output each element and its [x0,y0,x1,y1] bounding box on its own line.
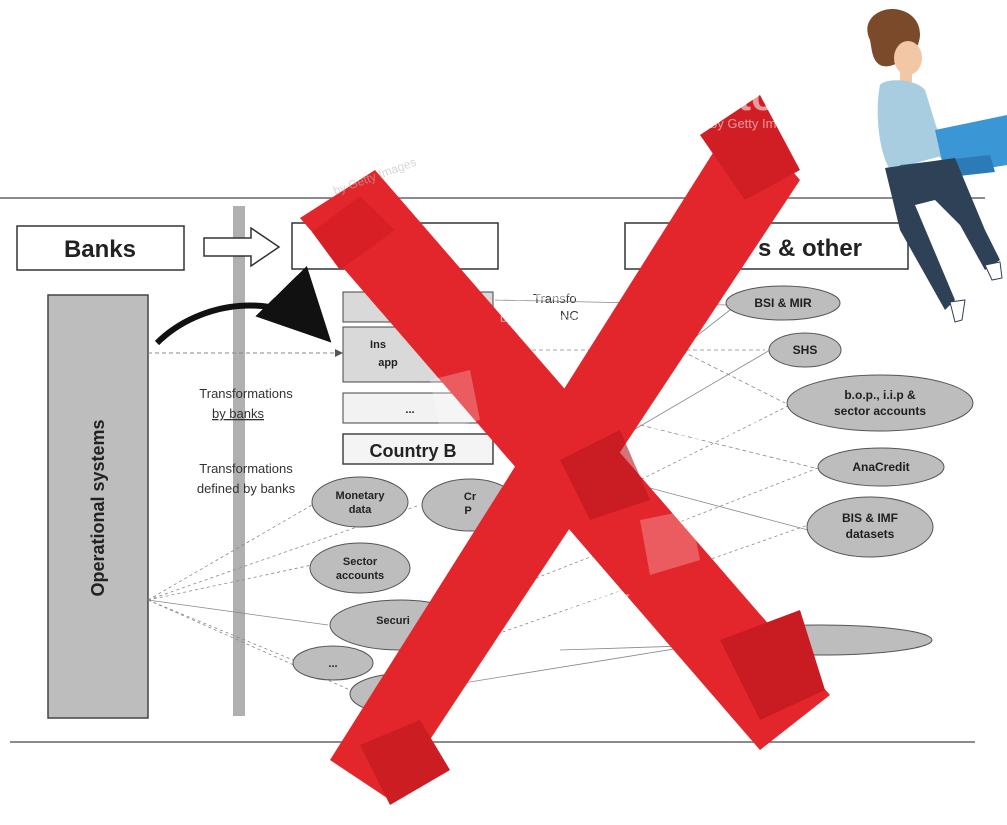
right-header-label: s & other [758,235,862,262]
oval-bis-text-1: BIS & IMF [842,511,898,525]
oval-cr-text-2: P [464,505,471,517]
country-b-label: Country B [370,441,457,461]
ins-text-1: Ins [370,339,386,351]
oval-dots-text: ... [328,658,337,670]
oval-bis-text-2: datasets [846,527,895,541]
country-b-box [342,433,494,465]
oval-sector-accounts [309,542,411,594]
oval-bop-text-1: b.o.p., i.i.p & [844,388,916,402]
oval-anacredit-text: AnaCredit [852,460,909,474]
oval-anacredit [817,447,945,487]
dots-text: ... [405,404,414,416]
oval-sector-text-1: Sector [343,556,378,568]
person-laptop-icon [867,9,1007,323]
curved-arrow [154,265,332,346]
watermark-brand-3: iStock [700,75,821,119]
transfo-text-2: NC [560,308,579,323]
oval-bsi-mir-text: BSI & MIR [754,296,812,310]
watermark-tagline-1: by Getty Images [500,310,595,325]
watermark-brand-4: iStock [540,584,630,617]
oval-bop [786,374,974,432]
oval-securities-text: Securi [376,615,410,627]
oval-dots [292,645,374,681]
oval-cr-text-1: Cr [464,491,477,503]
watermark-brand-2: iStock [650,405,771,449]
banks-box [16,225,185,271]
note-transformations-1: Transformations [199,386,293,401]
oval-shs [768,332,842,368]
ins-text-2: app [378,357,398,369]
operational-systems-label: Operational systems [88,419,108,596]
right-ovals: BSI & MIR SHS b.o.p., i.i.p & sector acc… [707,285,974,656]
note-defined-by-banks: defined by banks [197,481,296,496]
watermark-tagline-3: by Getty Images [710,116,805,131]
separator-bar [233,206,245,716]
oval-bop-text-2: sector accounts [834,404,926,418]
red-cross-icon [300,95,830,805]
oval-monetary-text-2: data [349,504,373,516]
note-by-banks: by banks [212,406,265,421]
transfo-text-1: Transfo [533,291,577,306]
watermark-brand-1: iStock [495,265,616,309]
oval-monetary-data [311,476,409,528]
oval-bsi-mir [725,285,841,321]
banks-label: Banks [64,236,136,263]
note-transformations-2: Transformations [199,461,293,476]
watermark-tagline-2: by Getty Images [650,448,745,463]
hollow-arrow [203,226,281,268]
oval-shs-text: SHS [793,343,818,357]
oval-monetary-text-1: Monetary [336,490,386,502]
oval-sector-text-2: accounts [336,570,384,582]
oval-bis-imf [806,496,934,558]
operational-systems-box [47,294,149,719]
